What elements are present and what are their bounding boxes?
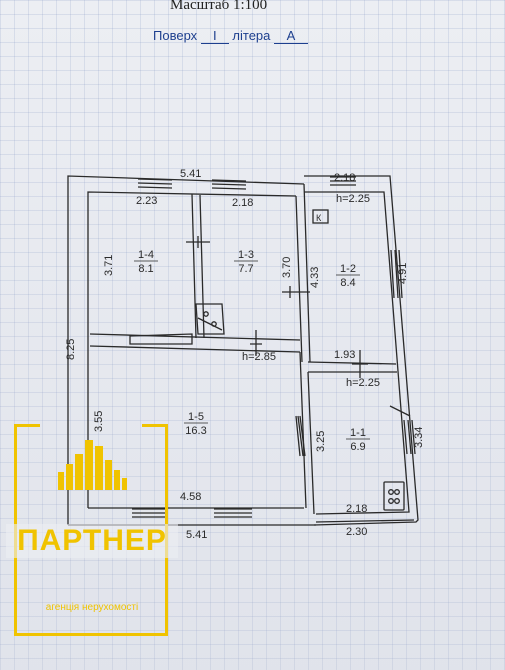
dim-room1-right: 3.34	[413, 427, 425, 448]
dim-room5-width: 4.58	[180, 491, 201, 503]
logo-tagline: агенція нерухомості	[45, 602, 139, 613]
dim-room2-mark: 4.33	[309, 267, 321, 288]
height-right: h=2.25	[336, 193, 370, 205]
dim-room3-height: 3.70	[281, 257, 293, 278]
wall-room2-room1	[307, 361, 397, 373]
room-id-1-2: 1-2	[340, 263, 356, 275]
dim-bottom-outer: 5.41	[186, 529, 207, 541]
dim-room1-height: 3.25	[315, 431, 327, 452]
outer-wall-right-block	[304, 175, 419, 526]
height-main: h=2.85	[242, 351, 276, 363]
window-bottom-mid	[214, 508, 252, 518]
room-area-1-1: 6.9	[350, 441, 365, 453]
window-top-mid	[211, 179, 247, 190]
letter-label: літера	[232, 28, 271, 43]
dim-top-mid-window: 2.18	[232, 197, 253, 209]
logo-name: ПАРТНЕР	[6, 524, 178, 558]
wall-horizontal-main	[89, 333, 301, 353]
wall-room4-room3	[191, 193, 205, 339]
stair-wedge	[129, 333, 193, 345]
dim-top-outer: 5.41	[180, 168, 201, 180]
dim-top-right-window: 2.18	[334, 172, 355, 184]
dim-room5-height: 3.55	[93, 411, 105, 432]
dim-room1-inner-bottom: 2.18	[346, 503, 367, 515]
room-id-1-1: 1-1	[350, 427, 366, 439]
room-area-1-5: 16.3	[185, 425, 206, 437]
letter-value: А	[274, 28, 309, 44]
dim-room2-bottom: 1.93	[334, 349, 355, 361]
dim-top-left-window: 2.23	[136, 195, 157, 207]
room-id-1-5: 1-5	[188, 411, 204, 423]
room-id-1-4: 1-4	[138, 249, 154, 261]
dim-left-outer: 8.25	[65, 339, 77, 360]
scale-label: Масштаб 1:100	[170, 0, 268, 13]
room-area-1-3: 7.7	[238, 263, 253, 275]
dim-room4-height: 3.71	[103, 255, 115, 276]
agency-logo: ПАРТНЕР агенція нерухомості	[6, 424, 178, 636]
city-skyline-icon	[58, 440, 127, 490]
floor-label: Поверх	[153, 28, 198, 43]
door-room5	[295, 415, 306, 457]
dim-room1-outer-bottom: 2.30	[346, 526, 367, 538]
kitchen-marker-box	[312, 209, 329, 224]
height-lower-right: h=2.25	[346, 377, 380, 389]
floor-value: I	[200, 28, 229, 44]
window-top-right	[330, 176, 356, 186]
room-id-1-3: 1-3	[238, 249, 254, 261]
wall-room3-room2	[295, 183, 311, 363]
kitchen-marker: К	[316, 213, 322, 223]
dim-right-wall: 4.91	[397, 263, 409, 284]
window-bottom-left	[132, 508, 168, 518]
window-top-left	[137, 178, 173, 189]
window-room1	[403, 419, 416, 455]
room-area-1-4: 8.1	[138, 263, 153, 275]
stove	[195, 303, 225, 335]
floor-line: Поверх I літера А	[153, 28, 309, 44]
room-area-1-2: 8.4	[340, 277, 355, 289]
outer-wall-left-block	[67, 175, 305, 525]
window-right	[390, 249, 403, 299]
wall-room5-room1	[299, 351, 315, 515]
